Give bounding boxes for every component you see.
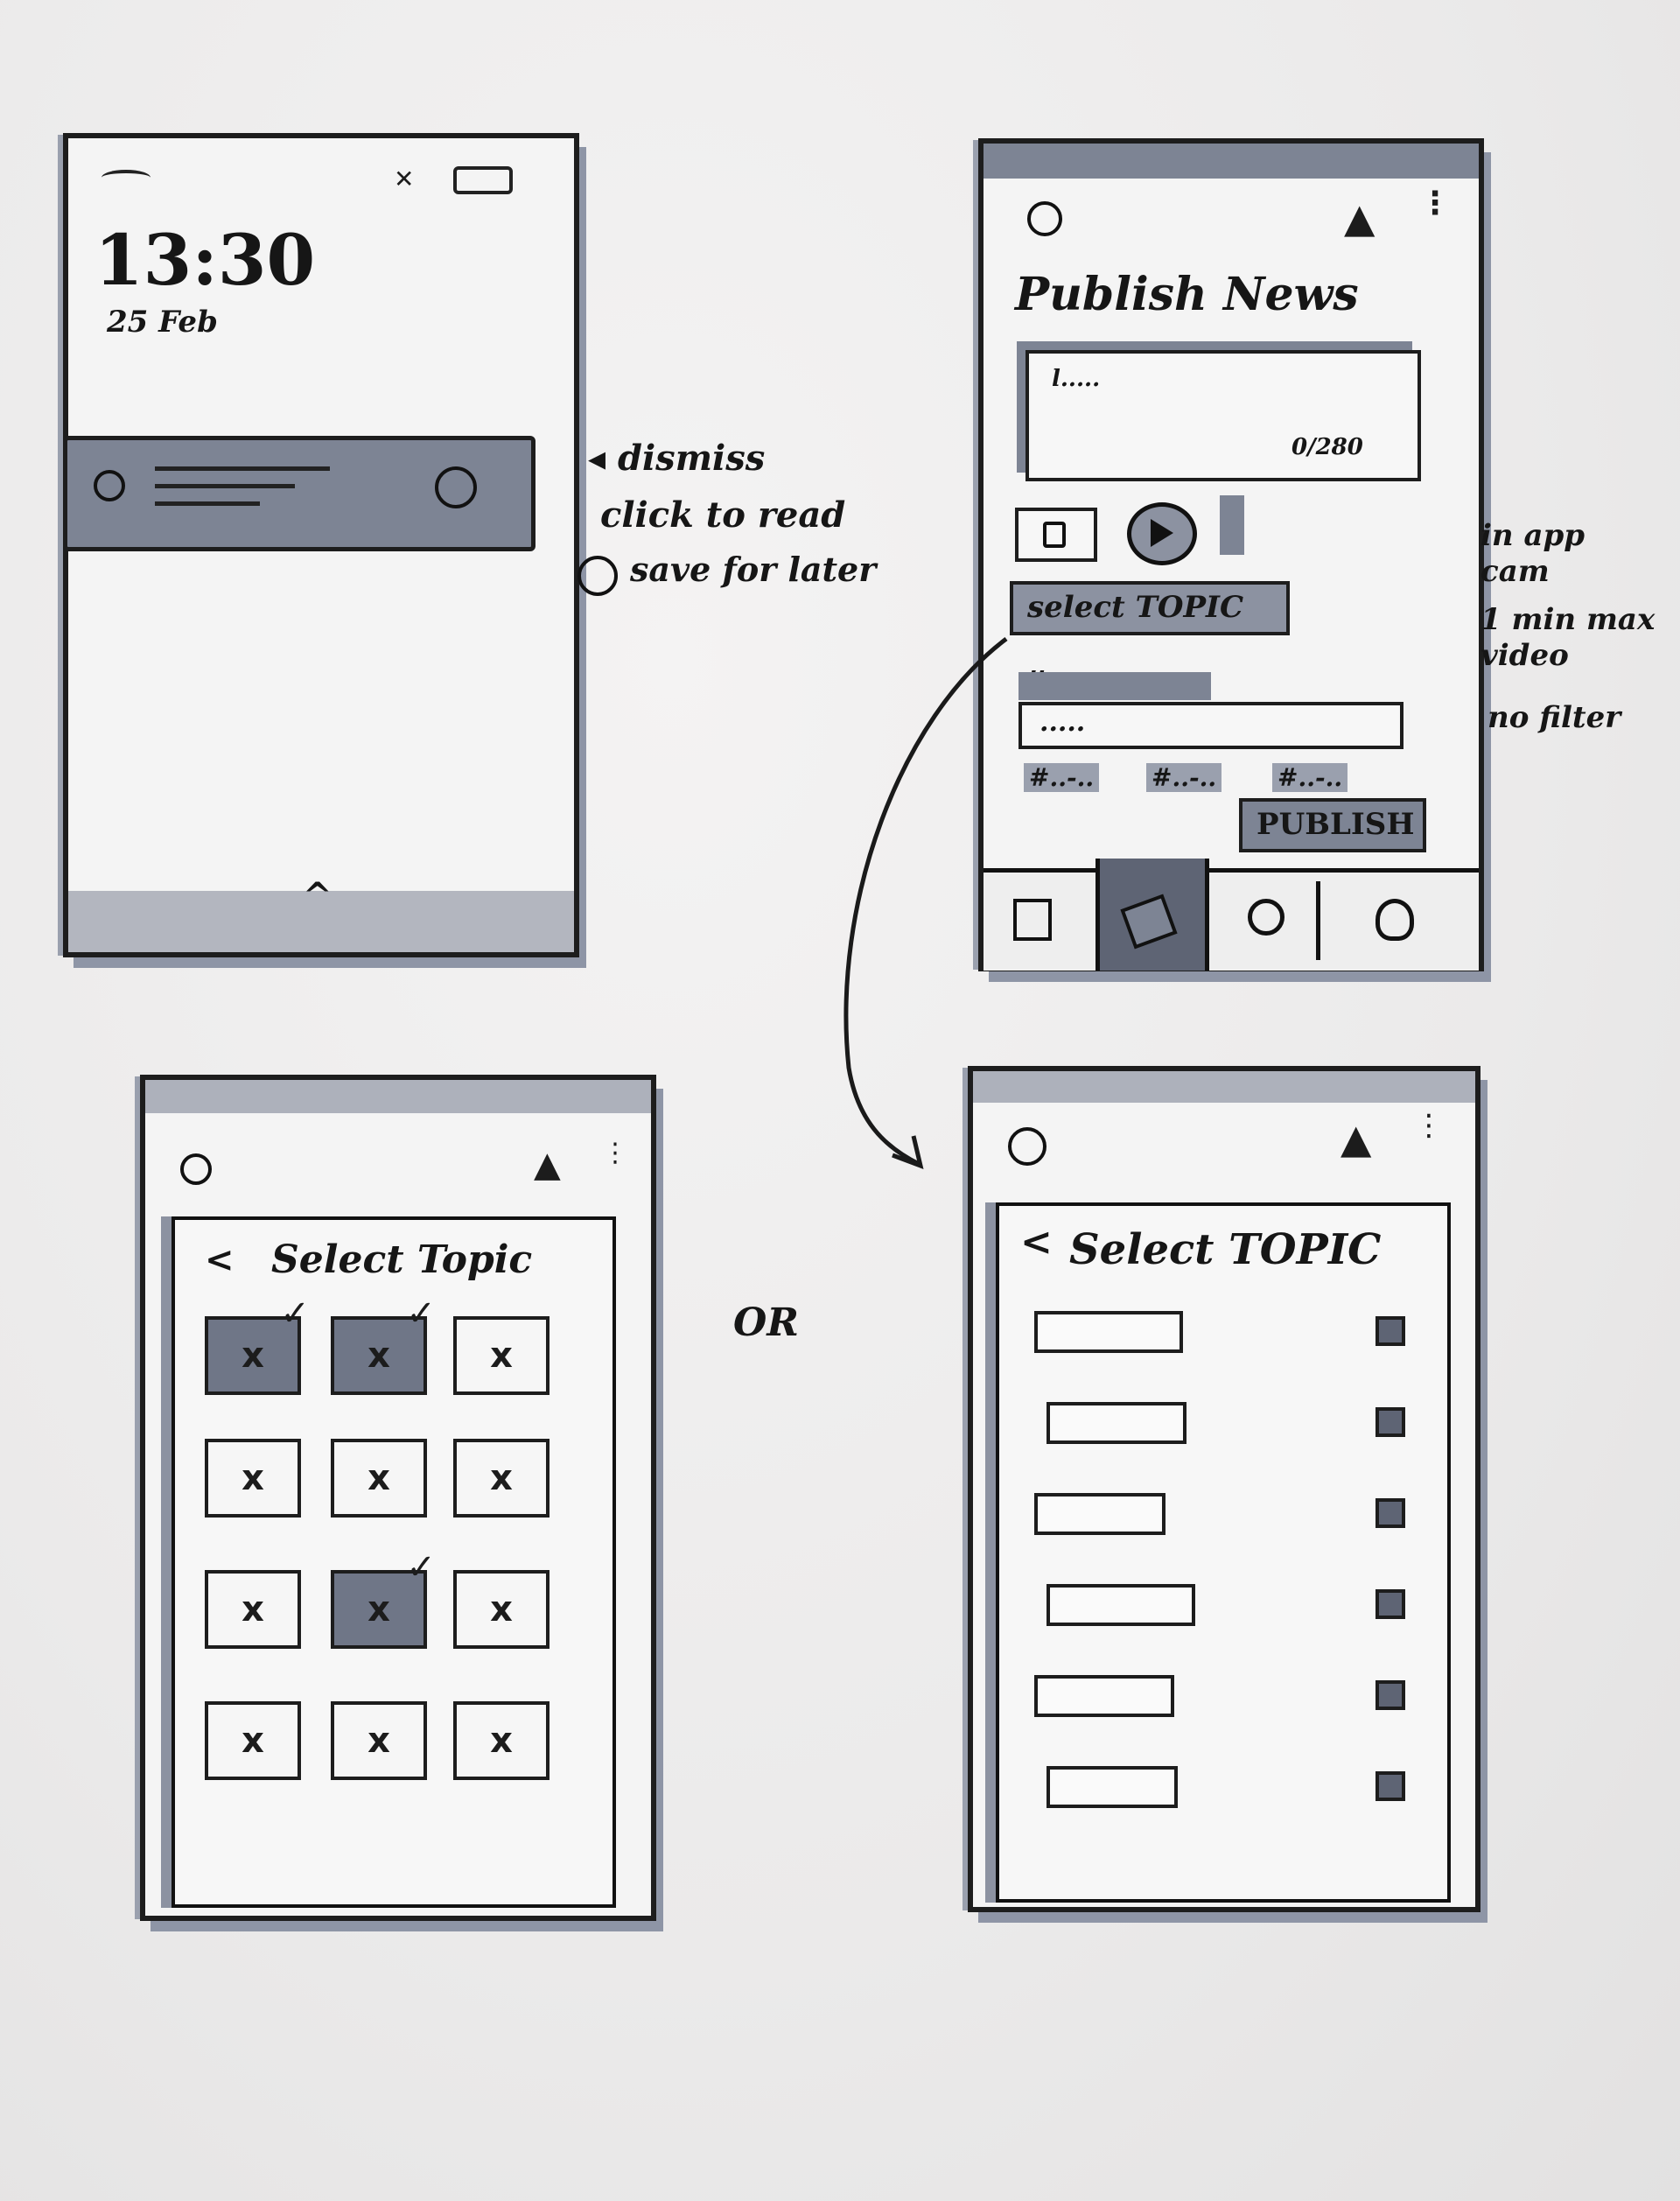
selected-check-icon: ✓ bbox=[406, 1293, 436, 1334]
top-bar bbox=[984, 144, 1479, 179]
note-no-filter: no filter bbox=[1488, 700, 1621, 735]
hashtag-shade bbox=[1018, 672, 1211, 700]
tags-placeholder: ..... bbox=[1040, 707, 1086, 738]
select-topic-label: select TOPIC bbox=[1027, 590, 1244, 625]
save-for-later-clock-icon[interactable] bbox=[435, 466, 477, 508]
nav-publish-icon bbox=[1120, 894, 1178, 950]
nav-search-icon[interactable] bbox=[1248, 899, 1284, 936]
topic-checkbox[interactable] bbox=[1376, 1407, 1405, 1437]
or-label: OR bbox=[733, 1300, 799, 1345]
topic-tile[interactable]: x✓ bbox=[331, 1293, 436, 1395]
play-icon bbox=[1151, 519, 1173, 547]
camera-icon bbox=[1043, 522, 1066, 548]
notification-text-line bbox=[155, 501, 260, 506]
flow-arrow bbox=[844, 637, 1008, 1169]
publish-phone: ▲ ⋮ Publish News l..... 0/280 select TOP… bbox=[978, 138, 1484, 971]
tags-input[interactable]: ..... bbox=[1018, 702, 1404, 749]
publish-title: Publish News bbox=[1015, 268, 1359, 321]
topic-tile[interactable]: x bbox=[453, 1701, 550, 1780]
grid-topic-title: Select Topic bbox=[271, 1237, 533, 1282]
nav-feed-icon[interactable] bbox=[1013, 899, 1052, 941]
tag-chip[interactable]: #..-.. bbox=[1024, 763, 1100, 792]
topic-tile[interactable]: x bbox=[205, 1439, 301, 1518]
topic-row[interactable] bbox=[1046, 1584, 1195, 1626]
tag-chip[interactable]: #..-.. bbox=[1146, 763, 1222, 792]
video-button[interactable] bbox=[1127, 502, 1197, 565]
publish-button-label: PUBLISH bbox=[1256, 807, 1415, 842]
topic-tile[interactable]: x✓ bbox=[331, 1547, 436, 1649]
status-mute-icon: ✕ bbox=[394, 165, 415, 193]
topic-tile[interactable]: x bbox=[331, 1701, 427, 1780]
lock-screen-phone: ✕ 13:30 25 Feb ^ bbox=[63, 133, 579, 957]
topic-row[interactable] bbox=[1046, 1402, 1186, 1444]
logo-icon[interactable] bbox=[1008, 1127, 1046, 1166]
status-signal-icon bbox=[102, 170, 150, 186]
kebab-menu-icon[interactable]: ⋮ bbox=[1414, 1108, 1444, 1143]
char-counter: 0/280 bbox=[1292, 434, 1363, 460]
topic-row[interactable] bbox=[1034, 1311, 1183, 1353]
topic-tile[interactable]: x bbox=[331, 1439, 427, 1518]
back-arrow[interactable]: < bbox=[1020, 1220, 1053, 1265]
topic-tile[interactable]: x bbox=[453, 1439, 550, 1518]
notification-card[interactable] bbox=[63, 436, 536, 551]
app-icon bbox=[94, 470, 125, 501]
nav-publish-tab[interactable] bbox=[1096, 859, 1209, 971]
kebab-menu-icon[interactable]: ⋮ bbox=[602, 1138, 628, 1168]
bell-icon[interactable]: ▲ bbox=[1344, 194, 1376, 242]
bell-icon[interactable]: ▲ bbox=[534, 1145, 561, 1185]
back-arrow[interactable]: < bbox=[205, 1239, 234, 1280]
topic-row[interactable] bbox=[1046, 1766, 1178, 1808]
lock-date: 25 Feb bbox=[107, 305, 218, 340]
nav-divider bbox=[1316, 881, 1320, 960]
bottom-nav bbox=[984, 859, 1479, 971]
notification-text-line bbox=[155, 466, 330, 471]
tag-chip[interactable]: #..-.. bbox=[1272, 763, 1348, 792]
bottom-shade bbox=[68, 891, 574, 952]
battery-icon bbox=[453, 166, 513, 194]
topic-row[interactable] bbox=[1034, 1675, 1174, 1717]
selected-check-icon: ✓ bbox=[280, 1293, 310, 1334]
bell-icon[interactable]: ▲ bbox=[1340, 1115, 1372, 1162]
text-placeholder: l..... bbox=[1052, 366, 1101, 392]
selected-check-icon: ✓ bbox=[406, 1547, 436, 1588]
note-dismiss: ◂ dismiss bbox=[588, 438, 766, 479]
topic-row[interactable] bbox=[1034, 1493, 1166, 1535]
camera-button[interactable] bbox=[1015, 508, 1097, 562]
note-click-to-read: click to read bbox=[600, 494, 846, 536]
topic-tile[interactable]: x bbox=[453, 1316, 550, 1395]
news-textarea[interactable]: l..... 0/280 bbox=[1026, 350, 1421, 481]
nav-profile-icon[interactable] bbox=[1376, 899, 1414, 941]
top-bar bbox=[973, 1071, 1475, 1103]
topic-tile[interactable]: x bbox=[453, 1570, 550, 1649]
logo-icon[interactable] bbox=[1027, 201, 1062, 236]
topic-panel: < Select TOPIC bbox=[996, 1202, 1451, 1903]
note-dismiss-text: dismiss bbox=[618, 438, 766, 479]
topic-tile[interactable]: x bbox=[205, 1570, 301, 1649]
note-video-limit: 1 min max video bbox=[1480, 602, 1656, 673]
lock-time: 13:30 bbox=[94, 219, 316, 301]
topic-checkbox[interactable] bbox=[1376, 1771, 1405, 1801]
swipe-up-chevron[interactable]: ^ bbox=[303, 875, 332, 916]
topic-checkbox[interactable] bbox=[1376, 1680, 1405, 1710]
top-bar bbox=[145, 1080, 651, 1113]
topic-checkbox[interactable] bbox=[1376, 1498, 1405, 1528]
note-clock-icon bbox=[578, 556, 618, 596]
shade-strip bbox=[1220, 495, 1244, 555]
list-topic-title: Select TOPIC bbox=[1069, 1225, 1382, 1274]
notification-text-line bbox=[155, 484, 295, 488]
publish-button[interactable]: PUBLISH bbox=[1239, 798, 1426, 852]
list-topic-phone: ▲ ⋮ < Select TOPIC bbox=[968, 1066, 1480, 1912]
topic-tile[interactable]: x bbox=[205, 1701, 301, 1780]
kebab-menu-icon[interactable]: ⋮ bbox=[1419, 186, 1451, 221]
topic-tile[interactable]: x✓ bbox=[205, 1293, 310, 1395]
topic-checkbox[interactable] bbox=[1376, 1316, 1405, 1346]
topic-checkbox[interactable] bbox=[1376, 1589, 1405, 1619]
logo-icon[interactable] bbox=[180, 1153, 212, 1185]
select-topic-button[interactable]: select TOPIC bbox=[1010, 581, 1290, 635]
note-in-app-cam: in app cam bbox=[1480, 518, 1586, 589]
note-save-for-later: save for later bbox=[630, 550, 877, 589]
